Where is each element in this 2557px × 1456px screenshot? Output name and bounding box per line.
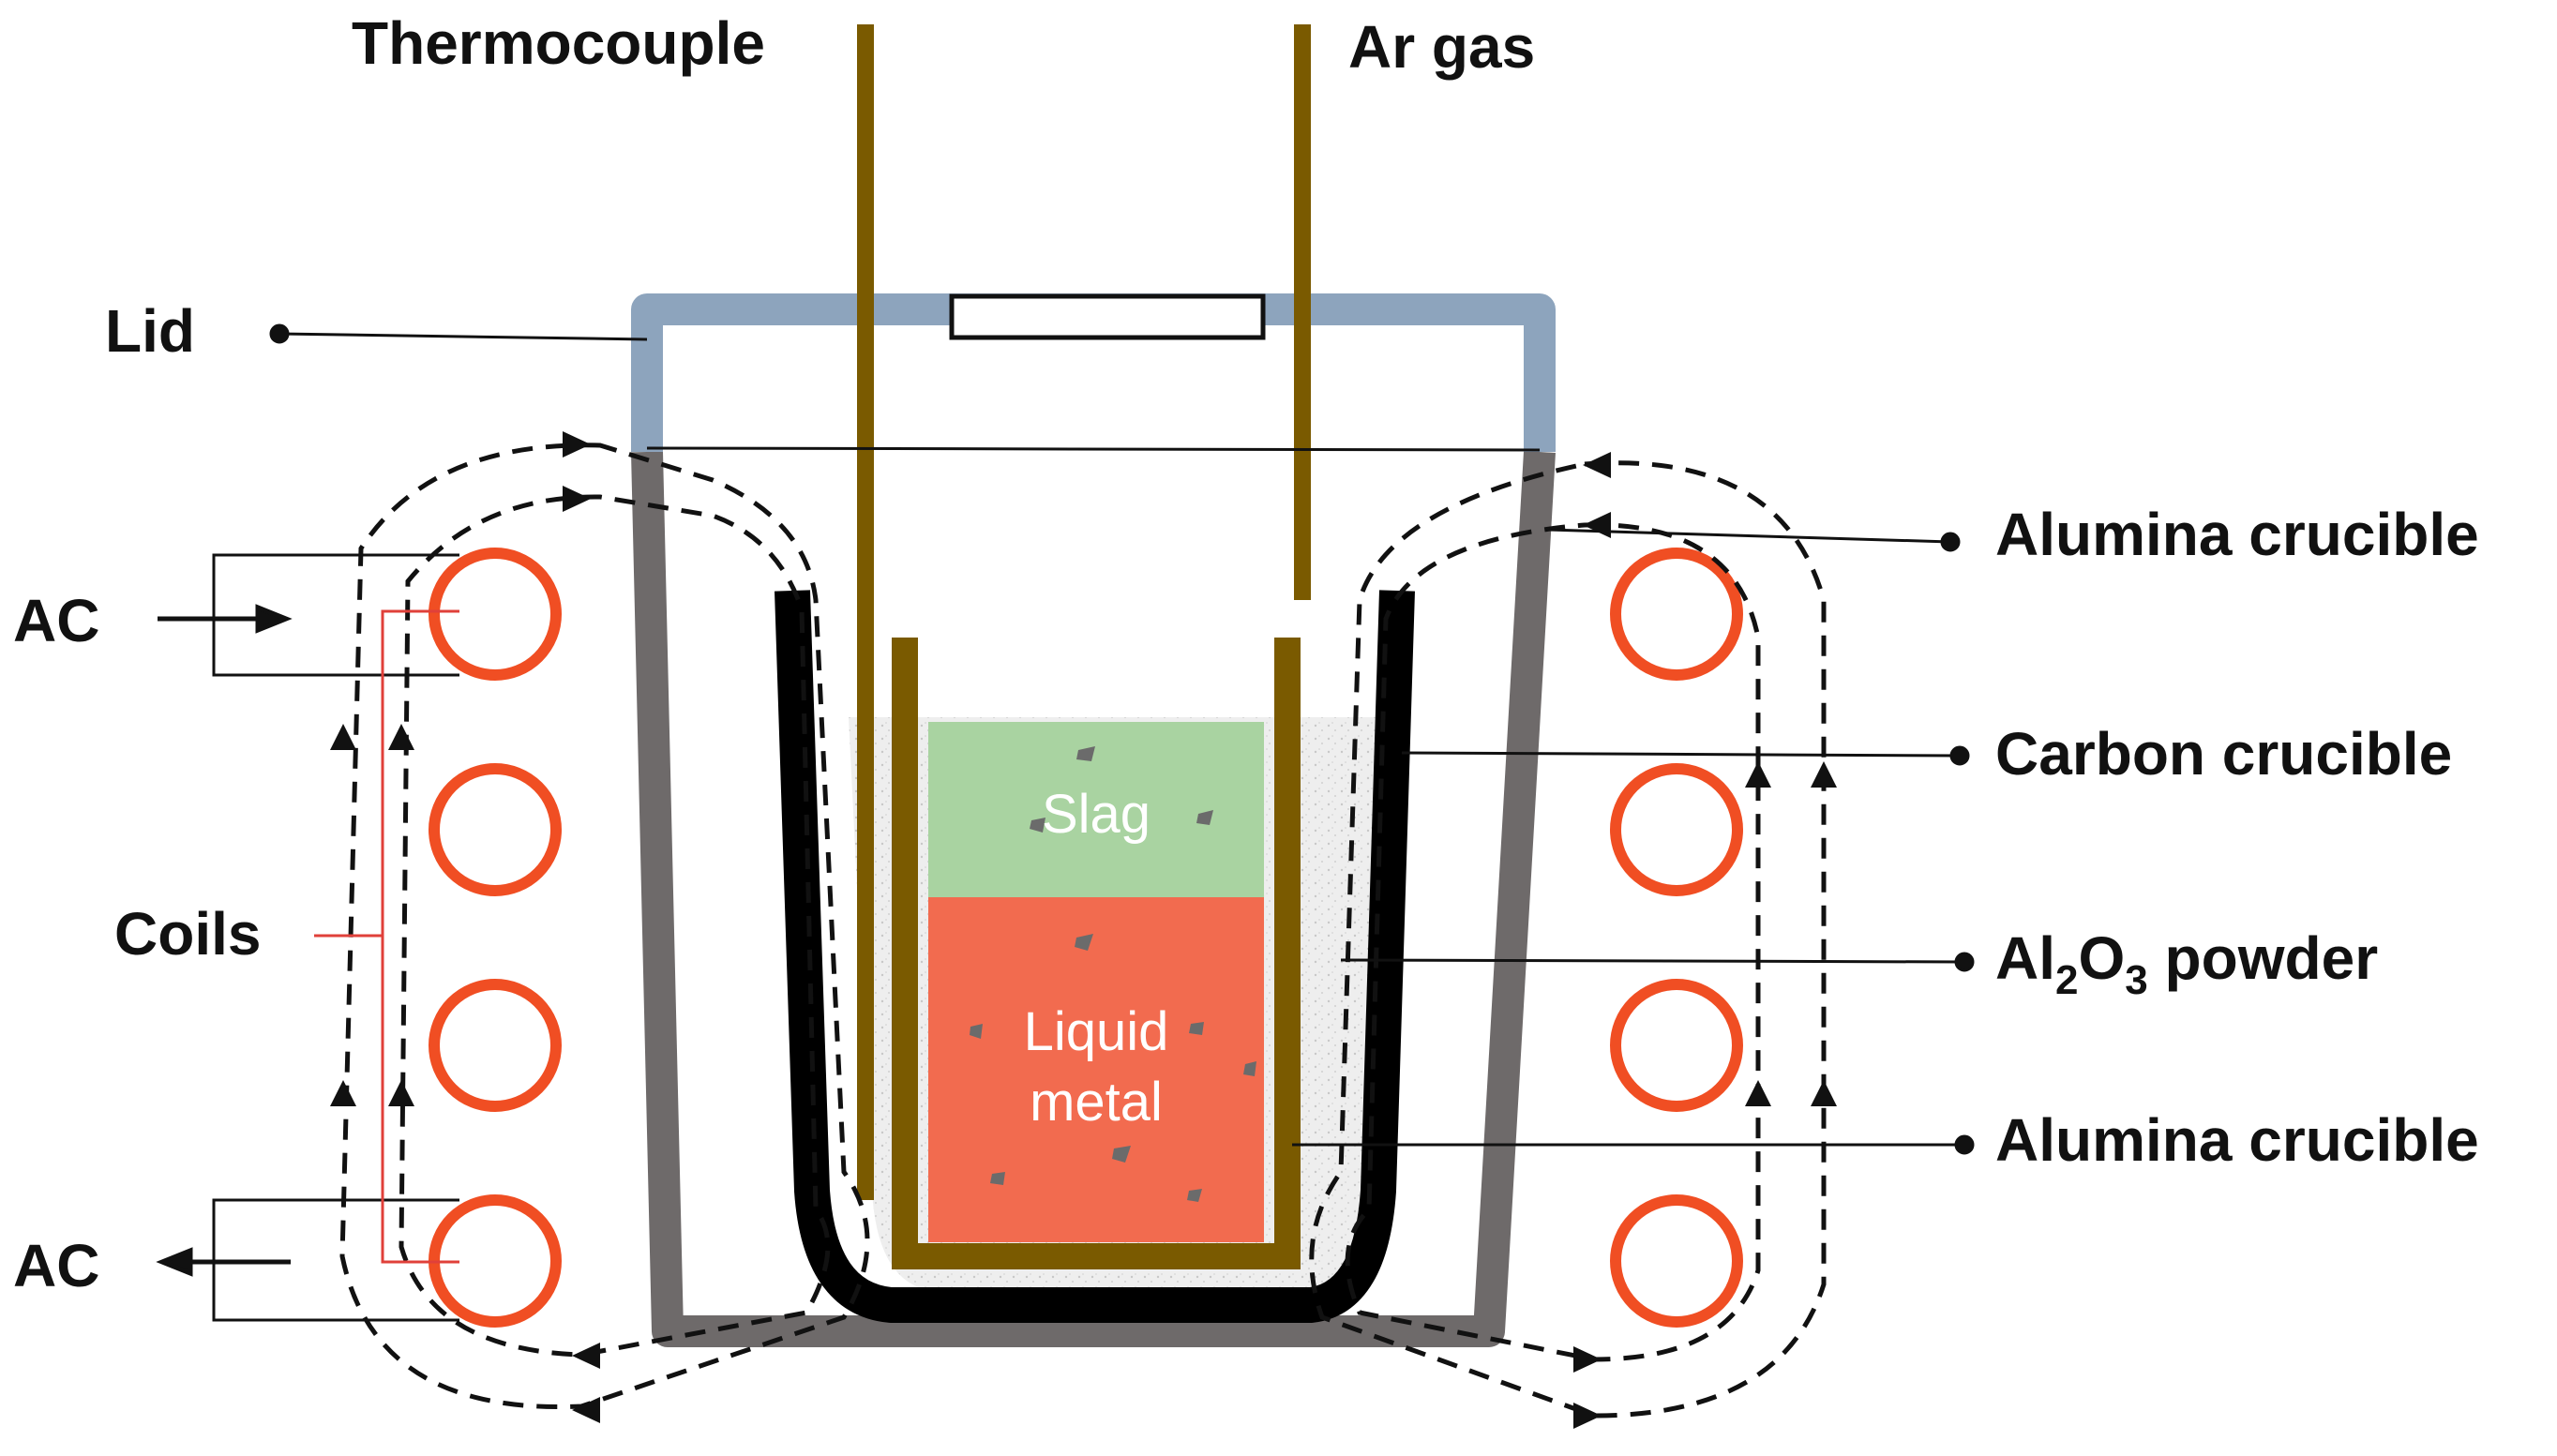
- label-al2o3-powder: Al2O3 powder: [1995, 924, 2378, 1003]
- liquid-metal-layer: [928, 897, 1264, 1242]
- leader-lines: [269, 323, 1975, 1155]
- label-coils: Coils: [114, 900, 261, 968]
- thermocouple-tube: [857, 24, 874, 1200]
- label-alumina-crucible-outer: Alumina crucible: [1995, 501, 2479, 568]
- field-line-left-outer: [339, 443, 870, 1410]
- label-ac-top: AC: [13, 587, 99, 654]
- label-lid: Lid: [105, 297, 195, 365]
- label-liquid-metal-line1: Liquid: [1024, 1001, 1169, 1062]
- field-direction-arrows: [330, 431, 1837, 1429]
- label-slag: Slag: [1042, 784, 1151, 845]
- label-alumina-crucible-inner: Alumina crucible: [1995, 1106, 2479, 1174]
- coil-right-3: [1610, 979, 1743, 1112]
- field-line-left-inner: [399, 494, 831, 1358]
- lid-window: [949, 293, 1266, 340]
- ar-gas-tube: [1294, 24, 1311, 600]
- label-ar-gas: Ar gas: [1348, 13, 1535, 81]
- field-line-right-inner: [1345, 522, 1761, 1362]
- coil-right-2: [1610, 763, 1743, 896]
- alumina-inner-leader-dot: [1954, 1134, 1975, 1155]
- carbon-crucible: [775, 590, 1415, 1323]
- label-thermocouple: Thermocouple: [352, 9, 765, 77]
- outer-alumina-crucible: [631, 451, 1556, 1347]
- coil-left-3: [429, 979, 562, 1112]
- powder-leader-dot: [1954, 952, 1975, 972]
- label-carbon-crucible: Carbon crucible: [1995, 720, 2452, 788]
- inclusion-particles: [970, 746, 1256, 1202]
- label-liquid-metal-line2: metal: [1030, 1072, 1163, 1133]
- coil-left-1: [429, 548, 562, 681]
- coil-right-1: [1610, 548, 1743, 681]
- coil-left-2: [429, 763, 562, 896]
- alumina-outer-leader-dot: [1940, 532, 1961, 552]
- slag-layer: [928, 722, 1264, 897]
- field-line-right-outer: [1309, 460, 1827, 1418]
- magnetic-field-lines: [339, 443, 1827, 1418]
- lid-leader-dot: [269, 323, 290, 344]
- ac-arrows: [156, 604, 293, 1277]
- inner-alumina-crucible: [892, 638, 1301, 1269]
- coil-right-4: [1610, 1194, 1743, 1328]
- carbon-leader-dot: [1949, 745, 1970, 766]
- coils-leader: [314, 609, 459, 1264]
- label-ac-bottom: AC: [13, 1232, 99, 1299]
